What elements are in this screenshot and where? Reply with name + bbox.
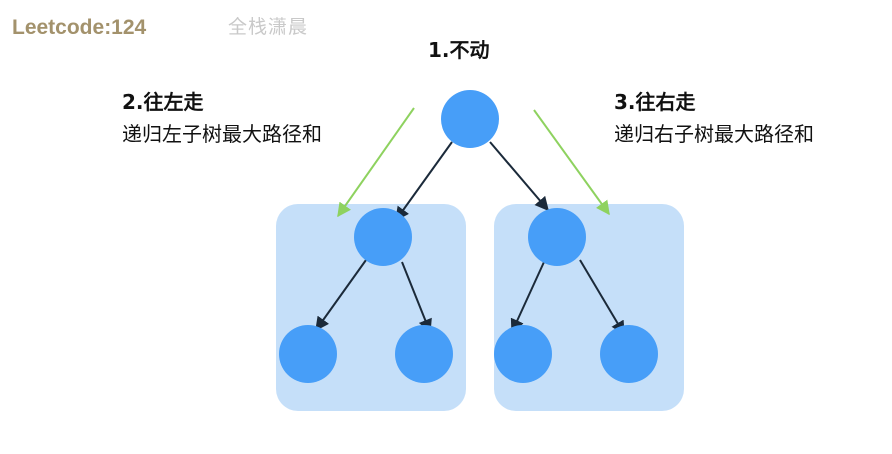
step-right-desc: 递归右子树最大路径和 bbox=[614, 122, 814, 146]
edge-root-right bbox=[489, 141, 549, 212]
left-child-node bbox=[354, 208, 412, 266]
left-left-leaf-node bbox=[279, 325, 337, 383]
right-right-leaf-node bbox=[600, 325, 658, 383]
root-node bbox=[441, 90, 499, 148]
brand-label: Leetcode:124 bbox=[12, 16, 147, 39]
edge-root-left bbox=[395, 141, 453, 222]
left-right-leaf-node bbox=[395, 325, 453, 383]
edge-left-leftleaf bbox=[315, 259, 367, 332]
step-right-label: 3.往右走 递归右子树最大路径和 bbox=[614, 86, 814, 150]
step-left-label: 2.往左走 递归左子树最大路径和 bbox=[122, 86, 322, 150]
right-child-node bbox=[528, 208, 586, 266]
step-left-title: 2.往左走 bbox=[122, 90, 204, 114]
watermark-text: 全栈潇晨 bbox=[228, 16, 309, 38]
step-root-title: 1.不动 bbox=[428, 38, 490, 62]
step-left-desc: 递归左子树最大路径和 bbox=[122, 122, 322, 146]
right-left-leaf-node bbox=[494, 325, 552, 383]
hint-arrow-right bbox=[533, 109, 610, 216]
edge-right-rightleaf bbox=[579, 259, 625, 336]
step-root-label: 1.不动 bbox=[428, 34, 490, 66]
edge-left-rightleaf bbox=[401, 261, 432, 334]
step-right-title: 3.往右走 bbox=[614, 90, 696, 114]
hint-arrow-left bbox=[337, 107, 415, 218]
edge-right-leftleaf bbox=[510, 261, 545, 334]
